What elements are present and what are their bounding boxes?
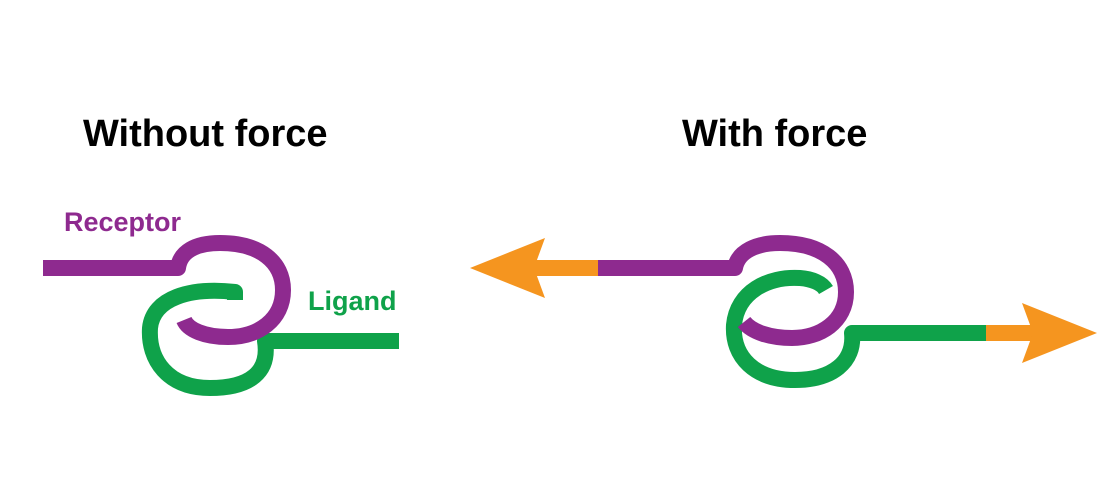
arrow-left-icon	[470, 238, 600, 298]
arrow-right-icon	[984, 303, 1097, 363]
ligand-label: Ligand	[308, 286, 397, 316]
panel-without-force: Without force Receptor Ligand	[43, 113, 399, 396]
panel-with-force: With force	[470, 113, 1097, 388]
receptor-hook-left	[43, 235, 291, 345]
ligand-hook-right	[725, 269, 986, 388]
receptor-hook-right	[598, 235, 854, 346]
panel-title-without-force: Without force	[83, 113, 328, 155]
panel-title-with-force: With force	[682, 113, 867, 155]
ligand-hook-left	[141, 282, 399, 396]
receptor-label: Receptor	[64, 207, 182, 237]
